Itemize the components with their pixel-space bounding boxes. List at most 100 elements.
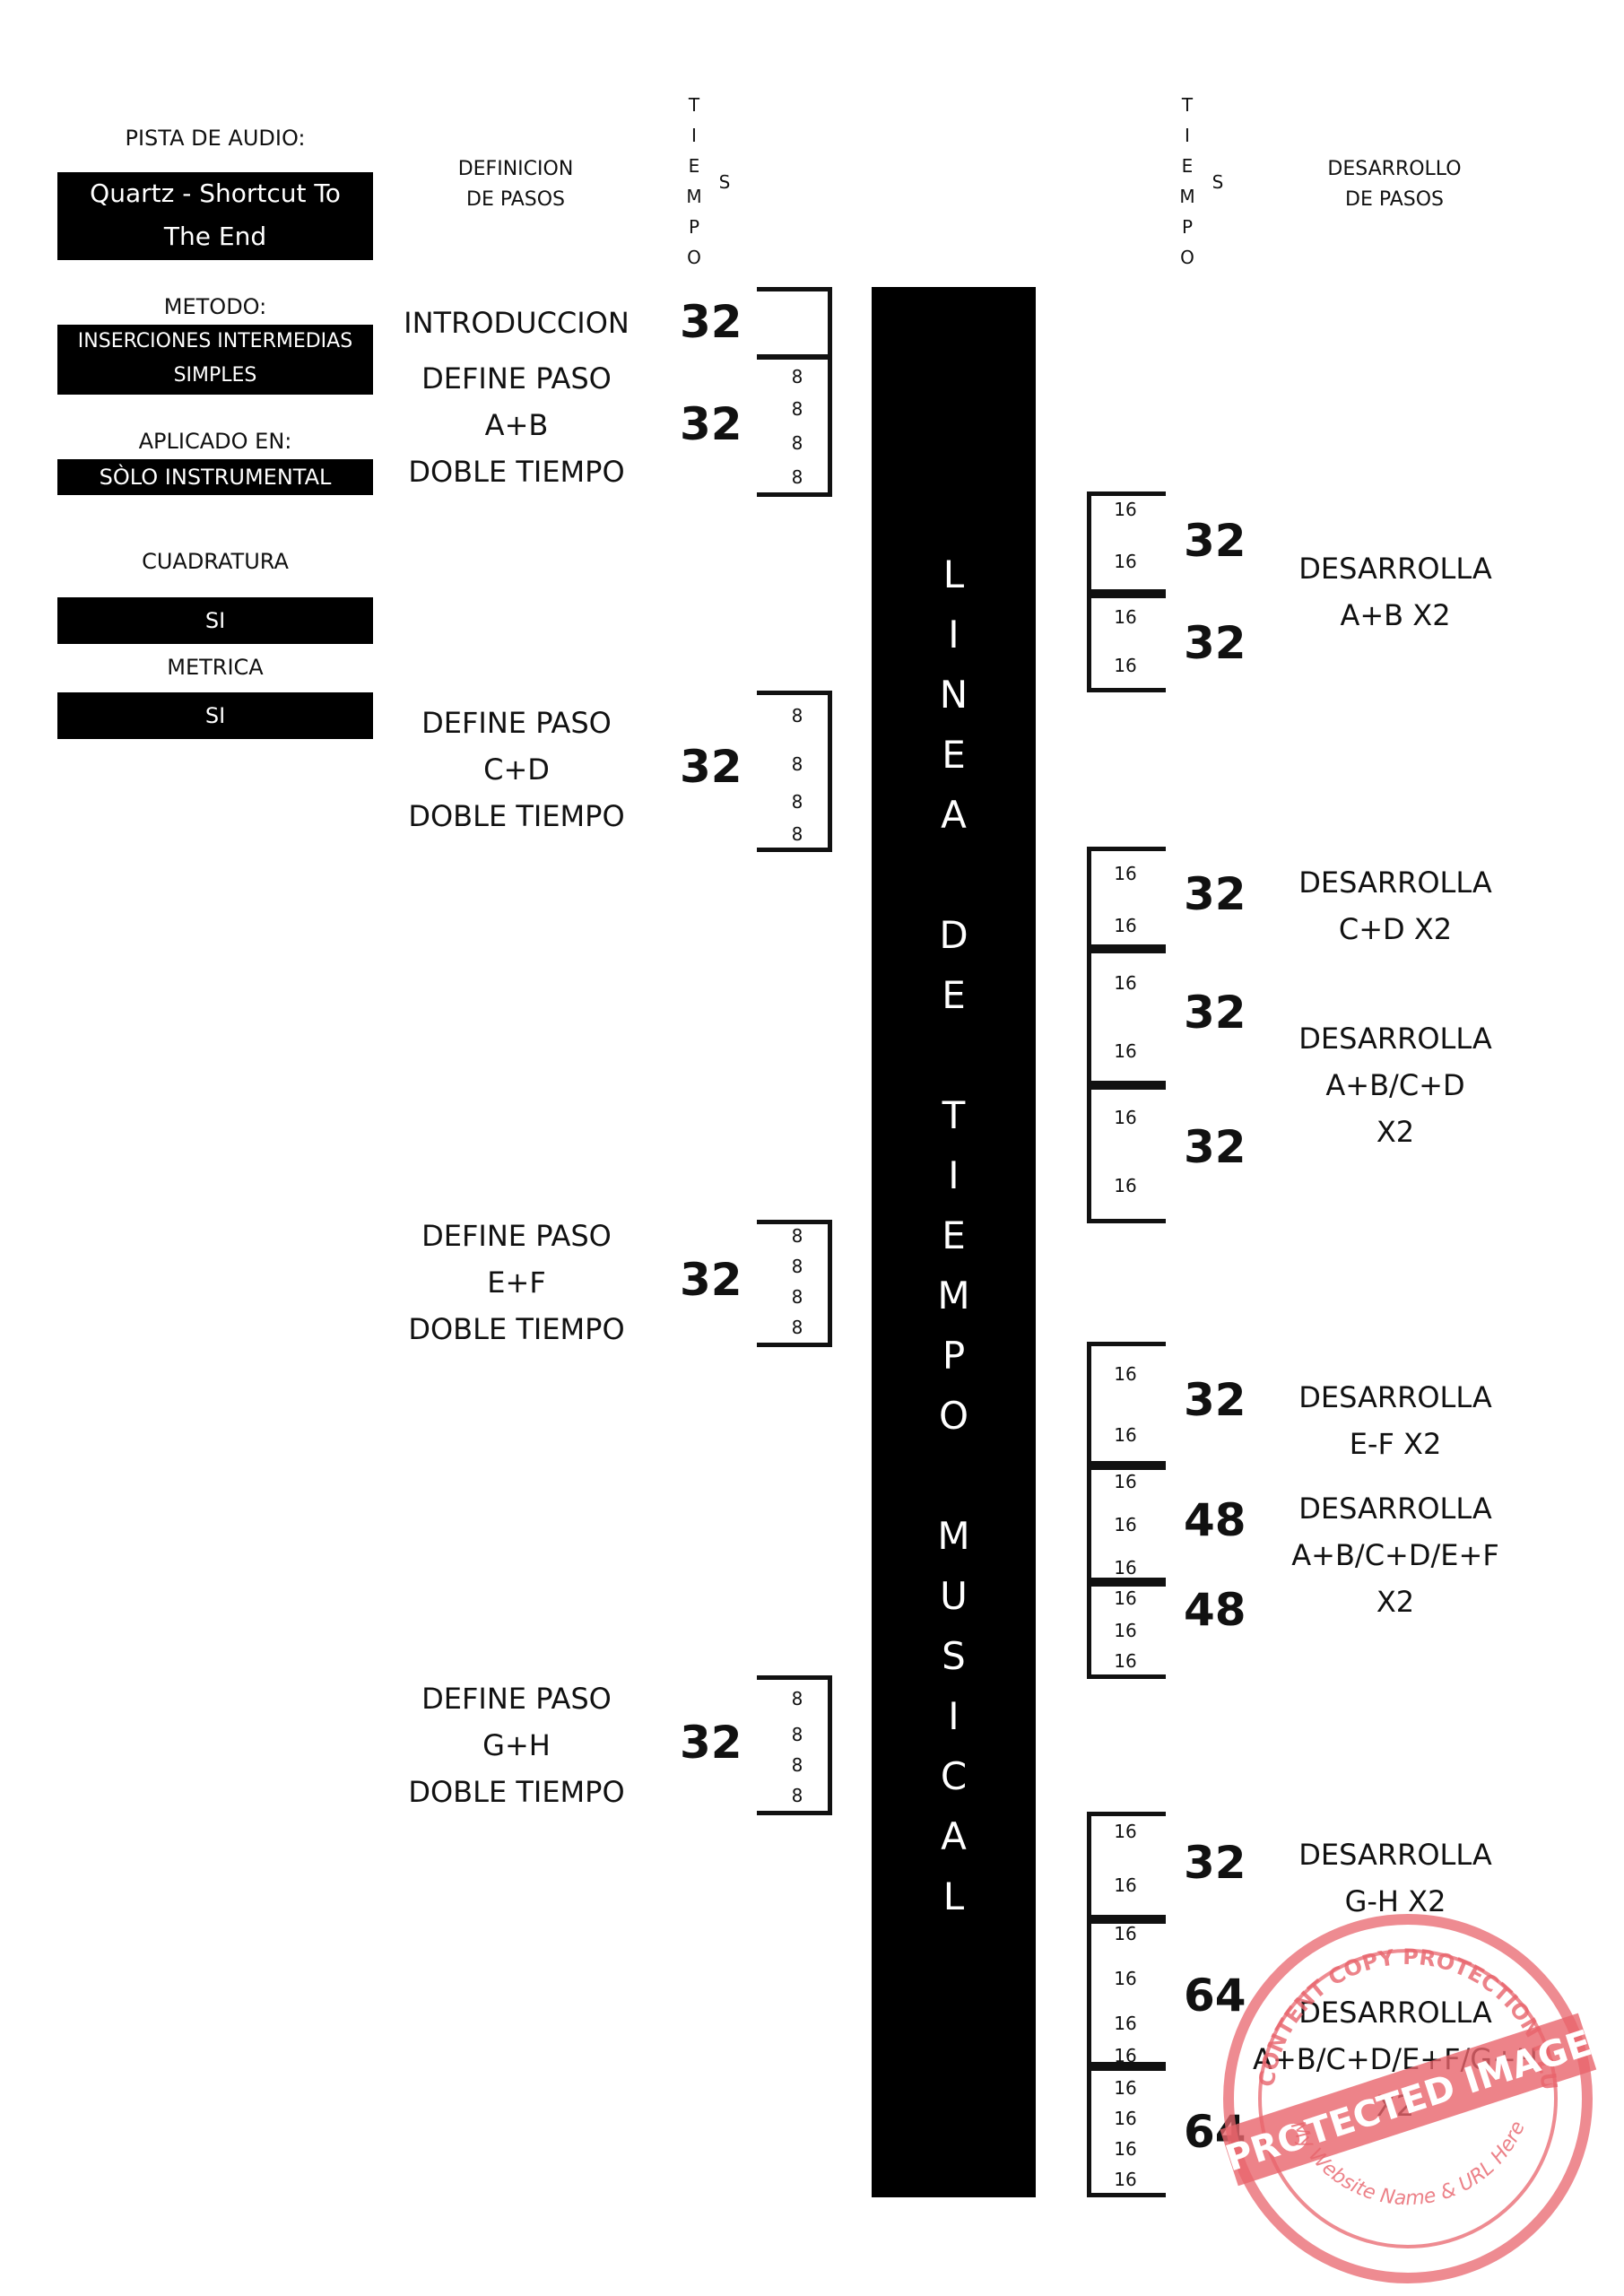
method-line2: SIMPLES — [173, 364, 257, 387]
right-bracket — [1087, 847, 1166, 949]
sub-count: 16 — [1114, 1587, 1137, 1609]
sub-count: 8 — [791, 398, 803, 420]
method-line1: INSERCIONES INTERMEDIAS — [77, 330, 353, 352]
right-step-line: X2 — [1376, 1585, 1415, 1619]
sub-count: 16 — [1114, 1107, 1137, 1128]
sub-count: 16 — [1114, 1968, 1137, 1989]
sub-count: 16 — [1114, 1821, 1137, 1842]
left-step-line: DOBLE TIEMPO — [408, 1312, 625, 1346]
definition-header: DEFINICION DE PASOS — [395, 154, 637, 215]
quad-label: CUADRATURA — [142, 549, 289, 574]
times-header-right: T I E M P O — [1177, 90, 1198, 273]
left-step-line: DEFINE PASO — [421, 1219, 612, 1253]
sub-count: 8 — [791, 823, 803, 845]
times-letter: P — [1181, 216, 1194, 238]
right-step-line: X2 — [1376, 1115, 1415, 1149]
right-step-ef: DESARROLLA E-F X2 — [1252, 1374, 1539, 1467]
times-letter: O — [687, 247, 701, 268]
right-step-gh: DESARROLLA G-H X2 — [1252, 1831, 1539, 1925]
metric-label: METRICA — [167, 655, 264, 680]
sub-count: 8 — [791, 705, 803, 726]
times-letter: E — [688, 155, 700, 177]
left-bracket — [757, 355, 832, 497]
right-step-line: DESARROLLA — [1298, 1022, 1492, 1056]
sub-count: 16 — [1114, 1424, 1137, 1446]
sub-count: 8 — [791, 791, 803, 813]
times-letter: E — [1181, 155, 1194, 177]
sub-count: 16 — [1114, 499, 1137, 520]
left-step-line: E+F — [487, 1265, 546, 1300]
sub-count: 16 — [1114, 1514, 1137, 1535]
left-step-count: 32 — [680, 1717, 743, 1769]
right-step-line: DESARROLLA — [1298, 865, 1492, 900]
times-s-left: S — [718, 171, 731, 193]
right-step-abcdef: DESARROLLA A+B/C+D/E+F X2 — [1252, 1485, 1539, 1625]
sub-count: 16 — [1114, 1620, 1137, 1641]
times-header-left: T I E M P O — [683, 90, 705, 273]
timeline-letter: N — [939, 673, 968, 717]
left-bracket — [757, 1220, 832, 1347]
left-step-line: DEFINE PASO — [421, 706, 612, 740]
timeline-letter: E — [942, 973, 966, 1017]
left-step-intro: INTRODUCCION — [404, 306, 630, 340]
sub-count: 16 — [1114, 2138, 1137, 2160]
definition-header-line2: DE PASOS — [466, 188, 565, 211]
right-step-line: G-H X2 — [1344, 1884, 1446, 1918]
sub-count: 16 — [1114, 1557, 1137, 1578]
times-letter: I — [1185, 125, 1190, 146]
sub-count: 8 — [791, 466, 803, 488]
sub-count: 8 — [791, 1286, 803, 1308]
sub-count: 16 — [1114, 2077, 1137, 2099]
right-step-abcdefgh: DESARROLLA A+B/C+D/E+F/G+H X2 — [1252, 1989, 1539, 2129]
right-step-count: 32 — [1184, 1374, 1246, 1426]
sub-count: 16 — [1114, 655, 1137, 676]
times-letter: M — [686, 186, 702, 207]
right-step-count: 32 — [1184, 515, 1246, 567]
method-box: INSERCIONES INTERMEDIAS SIMPLES — [57, 325, 373, 395]
left-step-line: DEFINE PASO — [421, 1682, 612, 1716]
left-step-cd: DEFINE PASO C+D DOBLE TIEMPO — [373, 700, 660, 839]
sub-count: 8 — [791, 1225, 803, 1247]
right-step-line: DESARROLLA — [1298, 1380, 1492, 1414]
definition-header-line1: DEFINICION — [457, 158, 574, 180]
sub-count: 16 — [1114, 551, 1137, 572]
right-step-count: 32 — [1184, 868, 1246, 920]
left-step-line: DOBLE TIEMPO — [408, 799, 625, 833]
right-bracket — [1087, 1812, 1166, 1919]
left-step-line: DOBLE TIEMPO — [408, 455, 625, 489]
timeline-letter: L — [942, 552, 965, 596]
sub-count: 8 — [791, 1256, 803, 1277]
timeline-bar — [872, 287, 1036, 2197]
times-letter: O — [1180, 247, 1194, 268]
left-step-line: DOBLE TIEMPO — [408, 1775, 625, 1809]
times-letter: T — [688, 94, 700, 116]
audio-track-line1: Quartz - Shortcut To — [90, 178, 341, 208]
timeline-letter: E — [942, 1213, 966, 1257]
sub-count: 16 — [1114, 1363, 1137, 1385]
times-s-right: S — [1211, 171, 1224, 193]
right-bracket — [1087, 1465, 1166, 1582]
right-step-line: DESARROLLA — [1298, 1492, 1492, 1526]
right-step-count: 48 — [1184, 1494, 1246, 1546]
left-bracket — [757, 287, 832, 359]
left-step-ef: DEFINE PASO E+F DOBLE TIEMPO — [373, 1213, 660, 1352]
method-label: METODO: — [163, 294, 267, 319]
times-letter: T — [1181, 94, 1194, 116]
left-step-count: 32 — [680, 398, 743, 450]
sub-count: 8 — [791, 432, 803, 454]
timeline-letter: P — [942, 1334, 966, 1378]
timeline-letter: I — [948, 1153, 960, 1197]
right-bracket — [1087, 949, 1166, 1085]
left-bracket — [757, 691, 832, 852]
timeline-letter: I — [948, 1694, 960, 1738]
right-step-line: A+B/C+D/E+F — [1291, 1538, 1499, 1572]
left-step-count: 32 — [680, 296, 743, 348]
sub-count: 16 — [1114, 1874, 1137, 1896]
right-bracket — [1087, 1919, 1166, 2066]
sub-count: 16 — [1114, 2108, 1137, 2129]
right-step-count: 32 — [1184, 1121, 1246, 1173]
sub-count: 16 — [1114, 1175, 1137, 1196]
right-step-line: X2 — [1376, 2089, 1415, 2123]
right-bracket — [1087, 491, 1166, 594]
sub-count: 8 — [791, 1688, 803, 1709]
